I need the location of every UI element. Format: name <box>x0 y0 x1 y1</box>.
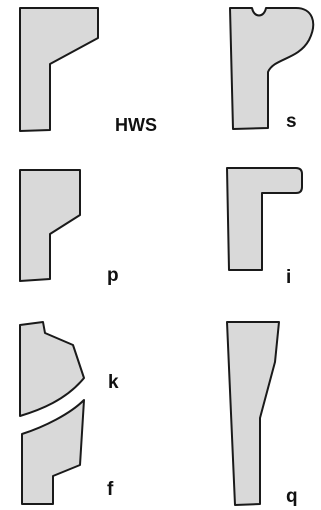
profile-k-shape <box>20 322 84 416</box>
profile-hws-shape <box>20 8 98 131</box>
label-f: f <box>107 480 113 499</box>
label-k: k <box>108 373 119 392</box>
profile-s-shape <box>230 8 313 129</box>
profile-q-shape <box>227 322 279 505</box>
profile-i-shape <box>227 168 302 270</box>
label-p: p <box>107 266 119 285</box>
profile-f-shape <box>22 400 84 504</box>
label-s: s <box>286 112 297 131</box>
label-i: i <box>286 268 291 287</box>
label-hws: HWS <box>115 116 157 134</box>
profile-p-shape <box>20 170 80 281</box>
label-q: q <box>286 487 298 506</box>
